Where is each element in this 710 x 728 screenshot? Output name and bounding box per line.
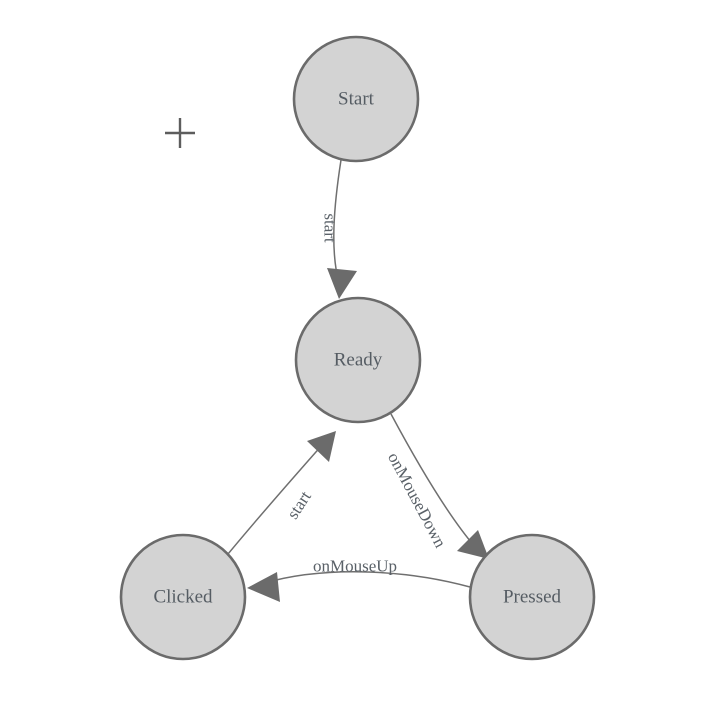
node-circle	[119, 533, 247, 661]
state-node-pressed[interactable]: Pressed	[468, 533, 596, 661]
edge-line	[227, 443, 324, 555]
edge-label-start-to-ready: start	[321, 213, 340, 243]
state-node-label: Pressed	[503, 587, 562, 608]
state-node-ready[interactable]: Ready	[294, 296, 422, 424]
state-node-label: Ready	[334, 350, 383, 371]
node-circle	[294, 296, 422, 424]
state-node-label: Clicked	[153, 587, 213, 608]
edge-line	[390, 413, 477, 549]
node-circle	[468, 533, 596, 661]
state-node-clicked[interactable]: Clicked	[119, 533, 247, 661]
edge-start-to-ready[interactable]	[327, 159, 357, 299]
state-node-start[interactable]: Start	[292, 35, 420, 163]
edge-clicked-to-ready[interactable]	[227, 431, 336, 555]
arrowhead-icon	[247, 572, 280, 602]
edge-label-pressed-to-clicked: onMouseUp	[313, 557, 397, 576]
edge-label-clicked-to-ready: start	[283, 487, 315, 522]
crosshair-icon	[165, 118, 195, 148]
edge-pressed-to-clicked[interactable]	[247, 571, 471, 602]
arrowhead-icon	[307, 431, 336, 462]
state-node-label: Start	[338, 89, 375, 110]
edge-ready-to-pressed[interactable]	[390, 413, 489, 559]
arrowhead-icon	[457, 530, 489, 559]
arrowhead-icon	[327, 268, 357, 299]
edge-line	[264, 571, 471, 588]
node-circle	[292, 35, 420, 163]
